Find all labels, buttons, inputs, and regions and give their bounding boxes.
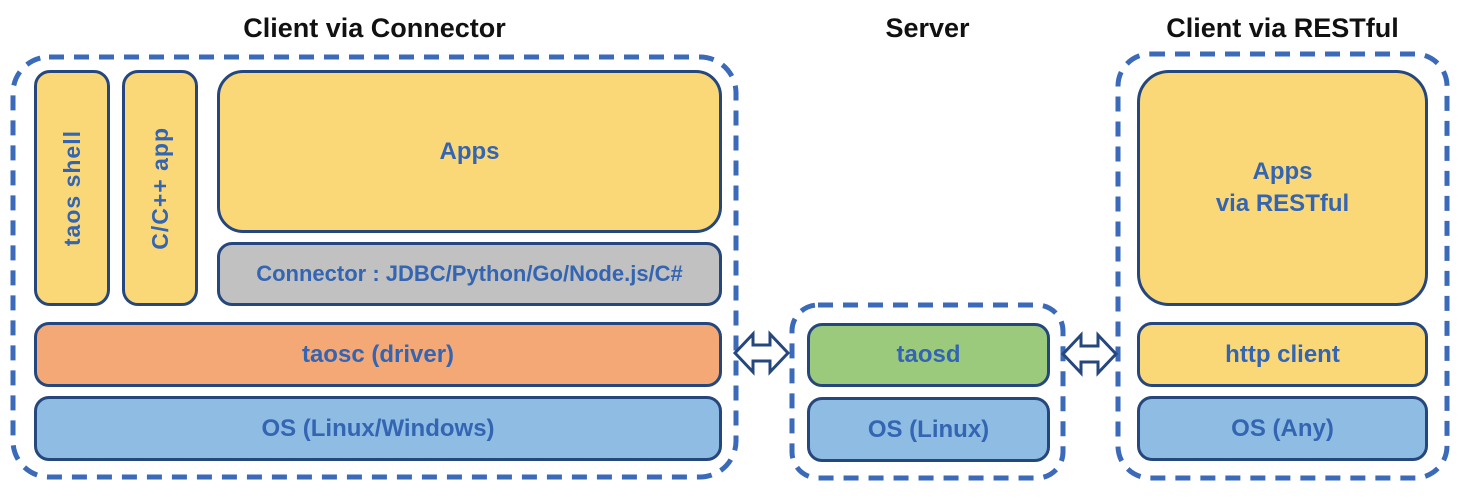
taosc-driver-box: taosc (driver) [34,322,722,387]
taos-shell-box: taos shell [34,70,110,306]
section-title-client-connector: Client via Connector [243,13,506,43]
taosd-box: taosd [807,323,1050,387]
os-any-box: OS (Any) [1137,396,1428,461]
section-title-server: Server [885,13,970,43]
section-title-client-restful: Client via RESTful [1166,13,1399,43]
apps-via-restful-box: Apps via RESTful [1137,70,1428,306]
connector-label: Connector : JDBC/Python/Go/Node.js/C# [256,261,683,286]
os-linux-label: OS (Linux) [867,415,990,443]
apps-label: Apps [439,137,500,165]
bidirectional-arrow-icon-client-server [732,330,791,376]
bidirectional-arrow-icon-server-restful [1060,331,1119,377]
apps-via-restful-label: Apps via RESTful [1215,157,1350,217]
os-any-label: OS (Any) [1231,414,1334,442]
taosc-driver-label: taosc (driver) [301,340,455,368]
taos-shell-label: taos shell [58,129,85,247]
connector-box: Connector : JDBC/Python/Go/Node.js/C# [217,242,722,306]
apps-box: Apps [217,70,722,233]
os-linux-windows-label: OS (Linux/Windows) [261,414,495,442]
http-client-label: http client [1225,340,1340,368]
taosd-label: taosd [896,341,961,368]
os-linux-windows-box: OS (Linux/Windows) [34,396,722,461]
cpp-app-box: C/C++ app [122,70,198,306]
os-linux-box: OS (Linux) [807,397,1050,462]
cpp-app-label: C/C++ app [146,126,173,250]
http-client-box: http client [1137,322,1428,387]
